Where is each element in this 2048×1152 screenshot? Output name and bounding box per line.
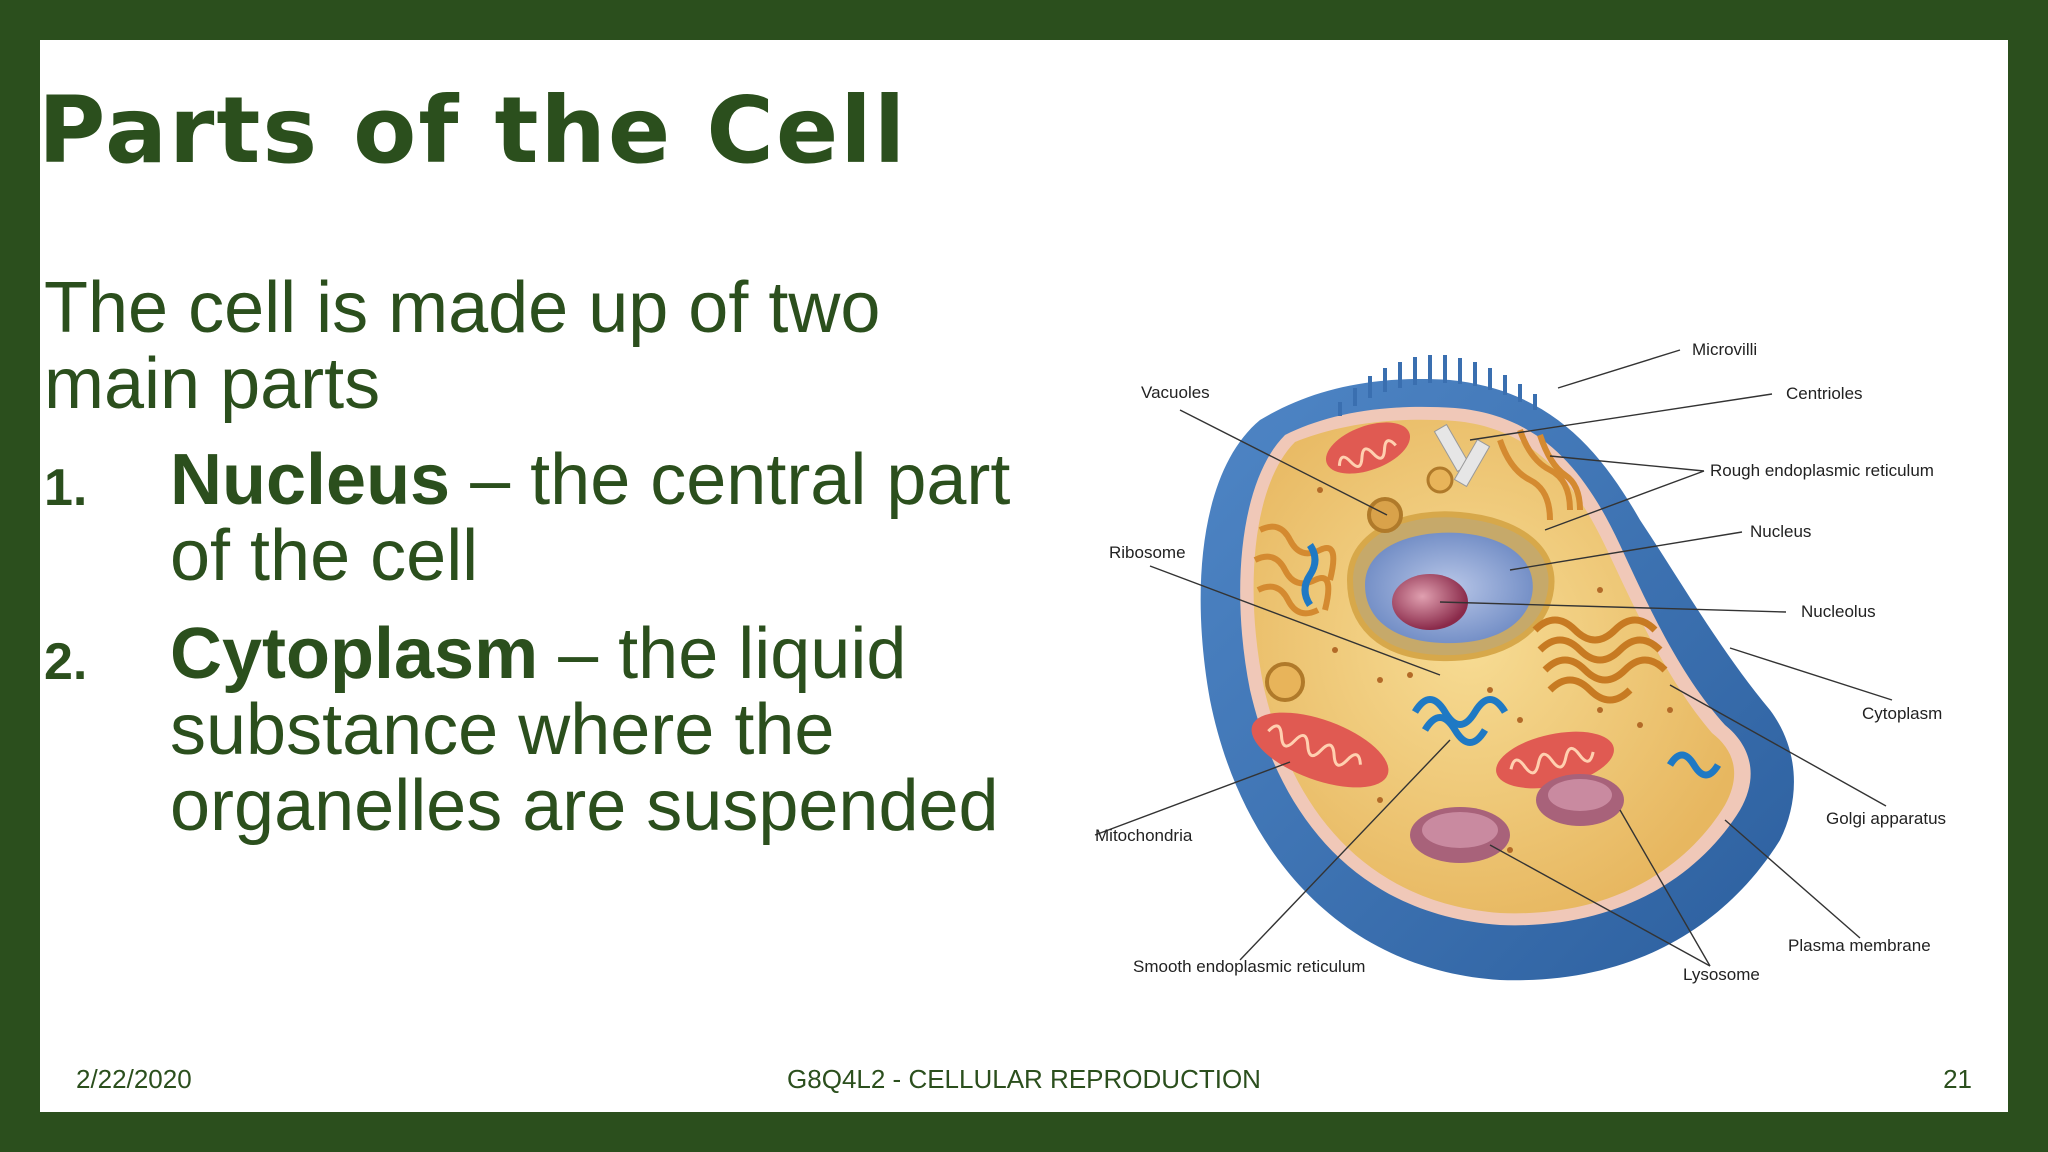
rough-er-shape [1253, 429, 1583, 617]
description-cytoplasm: – the liquid substance where the organel… [170, 614, 999, 846]
label-nucleus: Nucleus [1750, 522, 1811, 541]
centrioles-shape [1433, 423, 1491, 488]
vacuole-shape [1265, 466, 1454, 702]
label-cytoplasm: Cytoplasm [1862, 704, 1942, 723]
label-lysosome: Lysosome [1683, 965, 1760, 984]
label-centrioles: Centrioles [1786, 384, 1863, 403]
label-plasma-membrane: Plasma membrane [1788, 936, 1931, 955]
animal-cell-diagram: Microvilli Centrioles Rough endoplasmic … [1094, 340, 1946, 984]
golgi-shape [1532, 616, 1668, 704]
slide-title: Parts of the Cell [38, 77, 908, 184]
label-rough-er: Rough endoplasmic reticulum [1710, 461, 1934, 480]
label-microvilli: Microvilli [1692, 340, 1757, 359]
lysosome-shape [1410, 774, 1624, 863]
label-golgi: Golgi apparatus [1826, 809, 1946, 828]
ribosome-dots [1317, 487, 1673, 853]
leader-lines [1094, 349, 1893, 967]
label-vacuoles: Vacuoles [1141, 383, 1210, 402]
term-cytoplasm: Cytoplasm [170, 614, 539, 694]
footer-page-number: 21 [1943, 1064, 1972, 1094]
label-ribosome: Ribosome [1109, 543, 1186, 562]
list-number: 1. [44, 459, 88, 517]
nucleus-shape [1346, 511, 1555, 662]
term-nucleus: Nucleus [170, 440, 451, 520]
microvilli-shape [1338, 355, 1537, 416]
description-nucleus: – the central part of the cell [170, 440, 1011, 596]
list-item-nucleus: 1. Nucleus – the central part of the cel… [44, 442, 1024, 594]
footer-course: G8Q4L2 - CELLULAR REPRODUCTION [787, 1064, 1261, 1094]
label-nucleolus: Nucleolus [1801, 602, 1876, 621]
smooth-er-shape [1301, 543, 1722, 779]
slide-body: The cell is made up of two main parts 1.… [44, 270, 1024, 866]
list-number: 2. [44, 633, 88, 691]
label-mitochondria: Mitochondria [1095, 826, 1193, 845]
nucleolus-shape [1392, 574, 1468, 630]
list-item-cytoplasm: 2. Cytoplasm – the liquid substance wher… [44, 616, 1024, 844]
intro-text: The cell is made up of two main parts [44, 268, 881, 424]
label-smooth-er: Smooth endoplasmic reticulum [1133, 957, 1365, 976]
footer-date: 2/22/2020 [76, 1064, 192, 1094]
